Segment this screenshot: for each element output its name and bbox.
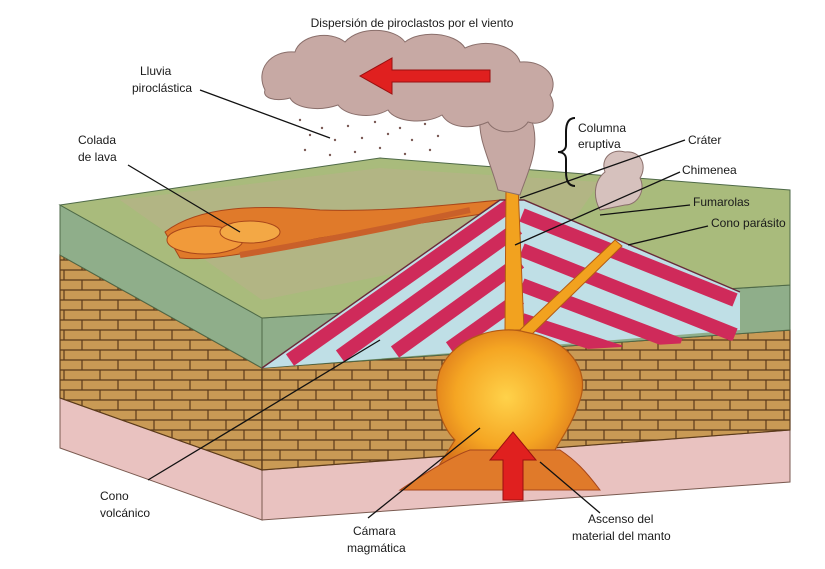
label-columna-line2: eruptiva (578, 137, 621, 151)
title: Dispersión de piroclastos por el viento (311, 16, 514, 30)
label-crater: Cráter (688, 133, 721, 147)
label-camara-line2: magmática (347, 541, 406, 555)
label-ascenso-line1: Ascenso del (588, 512, 653, 526)
label-cono-volcanico-line1: Cono (100, 489, 129, 503)
label-camara-line1: Cámara (353, 524, 396, 538)
label-lluvia-line1: Lluvia (140, 64, 172, 78)
label-colada-line1: Colada (78, 133, 116, 147)
label-ascenso-line2: material del manto (572, 529, 671, 543)
label-columna-line1: Columna (578, 121, 626, 135)
label-cono-parasito: Cono parásito (711, 216, 786, 230)
label-colada-line2: de lava (78, 150, 117, 164)
label-cono-volcanico-line2: volcánico (100, 506, 150, 520)
label-fumarolas: Fumarolas (693, 195, 750, 209)
label-lluvia-line2: piroclástica (132, 81, 192, 95)
label-chimenea: Chimenea (682, 163, 737, 177)
